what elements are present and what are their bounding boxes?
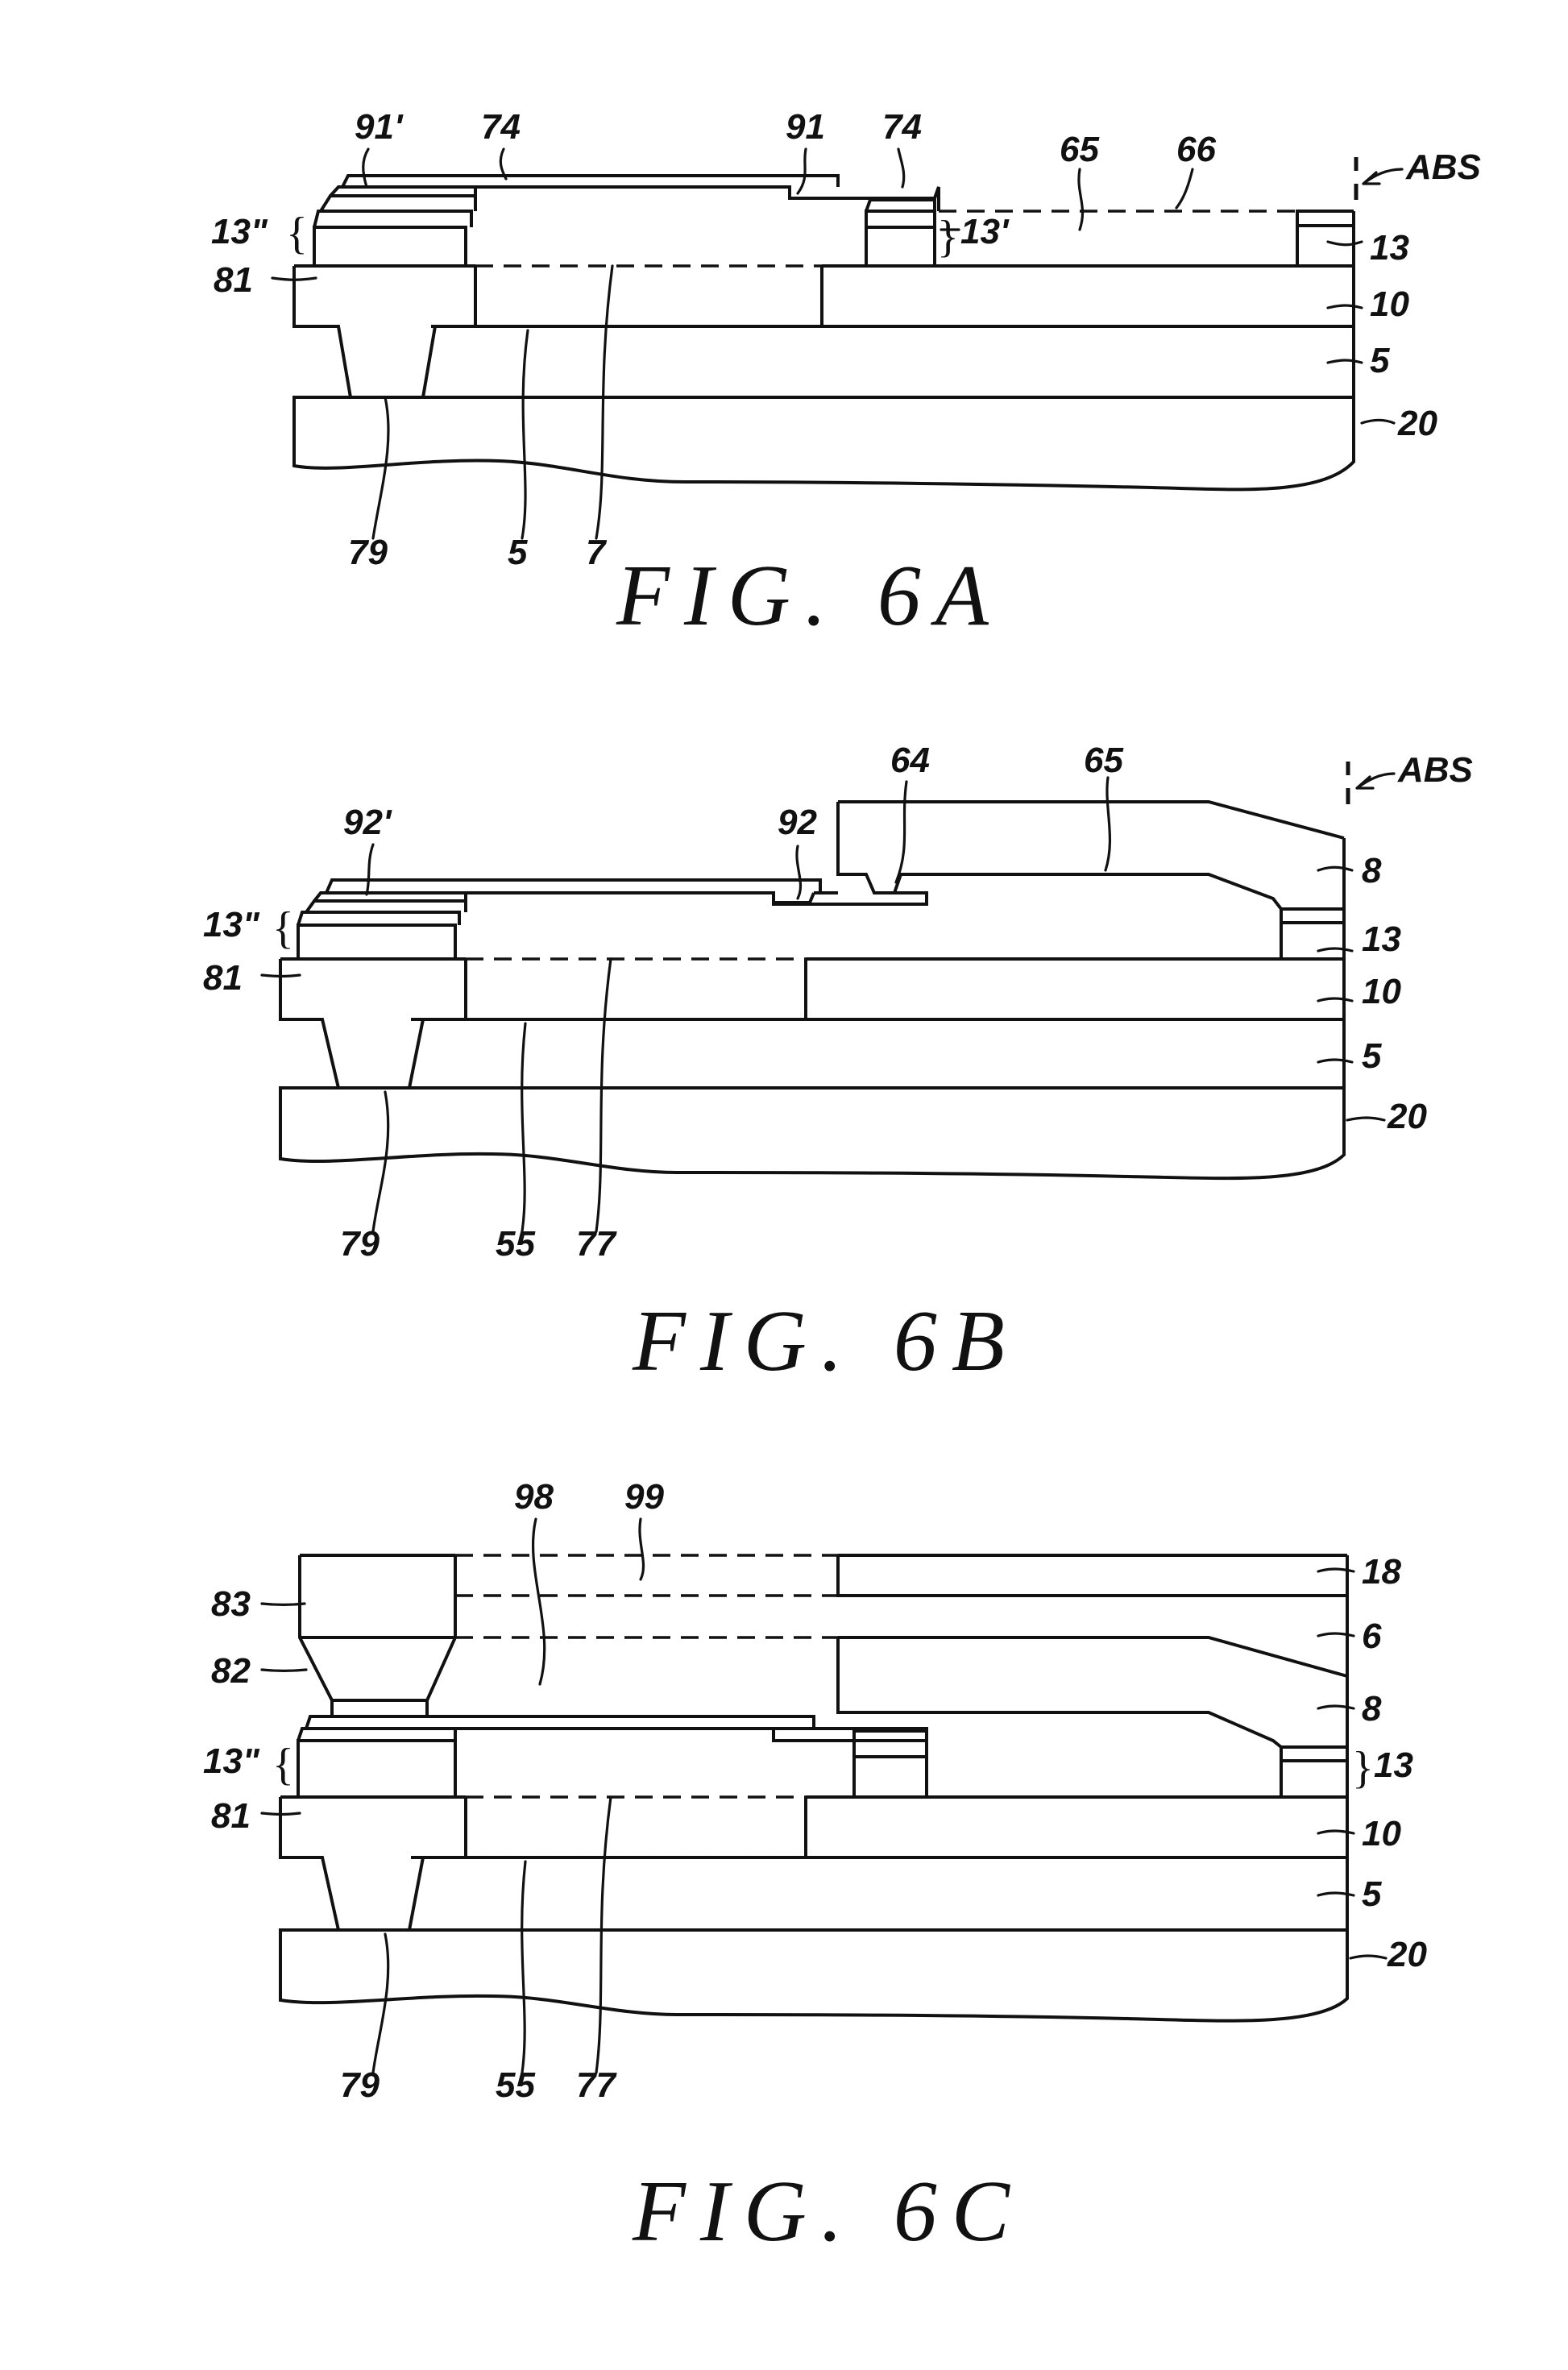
coil-7-dashed — [475, 264, 822, 328]
abs-arrow — [1355, 772, 1396, 790]
label-13: 13 — [1374, 1745, 1413, 1785]
label-abs: ABS — [1397, 750, 1473, 790]
stack-13-mid — [772, 1727, 928, 1797]
abs-arrow — [1362, 168, 1404, 185]
label-74a: 74 — [481, 107, 521, 147]
label-5r: 5 — [1370, 341, 1390, 380]
coil-92-pad — [772, 891, 928, 906]
pole-8 — [836, 1636, 1348, 1749]
caption-6c: FIG. 6C — [632, 2164, 1024, 2260]
label-65: 65 — [1060, 130, 1099, 169]
label-81: 81 — [203, 958, 243, 998]
label-55: 55 — [496, 1224, 535, 1264]
label-13pp: 13" — [203, 1741, 260, 1781]
coil-77-dashed — [466, 1795, 806, 1859]
label-10: 10 — [1362, 1814, 1401, 1853]
label-abs: ABS — [1405, 147, 1481, 187]
stack-13pp — [313, 194, 477, 266]
caption-6b: FIG. 6B — [632, 1293, 1019, 1389]
pedestal-81 — [279, 1797, 467, 1931]
label-20: 20 — [1387, 1935, 1427, 1974]
label-13: 13 — [1370, 228, 1409, 268]
pedestal-81 — [279, 959, 467, 1089]
pedestal-81 — [292, 266, 477, 398]
top-pole-layer — [325, 878, 822, 894]
label-10: 10 — [1370, 284, 1409, 324]
label-81: 81 — [214, 260, 253, 300]
pedestal-83-82 — [298, 1554, 457, 1715]
pole-74 — [341, 174, 840, 188]
stack-13pp — [297, 1715, 457, 1797]
leaders-6a — [271, 147, 1396, 540]
label-5: 5 — [1362, 1036, 1382, 1076]
layer-18 — [836, 1554, 1347, 1597]
label-79: 79 — [340, 1224, 380, 1264]
caption-6a: FIG. 6A — [616, 548, 1003, 644]
label-79: 79 — [348, 533, 388, 572]
layer-10 — [294, 264, 1354, 328]
label-92: 92 — [778, 803, 817, 842]
label-13pp: 13" — [211, 212, 268, 251]
label-5: 5 — [1362, 1874, 1382, 1914]
label-77: 77 — [576, 1224, 617, 1264]
label-8: 8 — [1362, 1689, 1382, 1729]
figure-6b — [279, 762, 1396, 1181]
label-20: 20 — [1397, 404, 1437, 443]
coil-98-99-dashed — [455, 1554, 838, 1639]
label-8: 8 — [1362, 851, 1382, 890]
substrate-20 — [292, 396, 1355, 492]
label-91: 91 — [786, 107, 825, 147]
label-7: 7 — [586, 533, 608, 572]
coil-77-dashed — [466, 957, 806, 1021]
substrate-20 — [279, 1086, 1346, 1181]
brace-13pp: { — [286, 209, 308, 259]
brace-13: } — [1352, 1743, 1374, 1793]
label-81: 81 — [211, 1796, 251, 1836]
label-98: 98 — [514, 1477, 554, 1517]
substrate-20 — [279, 1928, 1349, 2023]
leaders-6c — [260, 1517, 1388, 2074]
layer-10 — [280, 1795, 1347, 1859]
block-13-right — [1280, 1747, 1347, 1797]
label-79: 79 — [340, 2065, 380, 2105]
labels-6c: 98 99 83 18 82 6 8 13" { } 13 81 10 5 20… — [203, 1477, 1427, 2260]
label-91p: 91' — [355, 107, 404, 147]
block-13-right — [1296, 210, 1354, 266]
label-64: 64 — [890, 741, 930, 780]
stack-13p — [865, 186, 940, 266]
brace-13pp: { — [272, 903, 294, 953]
label-66: 66 — [1176, 130, 1216, 169]
label-5: 5 — [508, 533, 528, 572]
label-13pp: 13" — [203, 905, 260, 944]
label-77: 77 — [576, 2065, 617, 2105]
pole-8 — [836, 800, 1345, 911]
figure-6a — [292, 157, 1404, 492]
label-18: 18 — [1362, 1552, 1401, 1592]
label-65: 65 — [1084, 741, 1123, 780]
labels-6a: 91' 74 91 74 65 66 ABS 13" { } 13' 13 81… — [211, 107, 1481, 644]
label-82: 82 — [211, 1651, 251, 1691]
labels-6b: 92' 92 64 65 ABS 8 13" { 13 81 10 5 20 7… — [203, 741, 1473, 1389]
label-83: 83 — [211, 1584, 251, 1624]
label-13: 13 — [1362, 919, 1401, 959]
leaders-6b — [260, 776, 1386, 1233]
label-92p: 92' — [343, 803, 392, 842]
label-13p: 13' — [960, 212, 1010, 251]
top-layer — [455, 1715, 815, 1730]
brace-13p: } — [937, 212, 959, 262]
block-13-right — [1280, 909, 1344, 959]
label-55: 55 — [496, 2065, 535, 2105]
label-74b: 74 — [882, 107, 922, 147]
label-99: 99 — [624, 1477, 664, 1517]
figure-6c — [279, 1554, 1349, 2023]
stack-13pp — [297, 899, 467, 959]
layer-10 — [280, 957, 1344, 1021]
brace-13pp: { — [272, 1740, 294, 1790]
label-10: 10 — [1362, 972, 1401, 1011]
label-20: 20 — [1387, 1097, 1427, 1136]
label-6: 6 — [1362, 1617, 1382, 1656]
